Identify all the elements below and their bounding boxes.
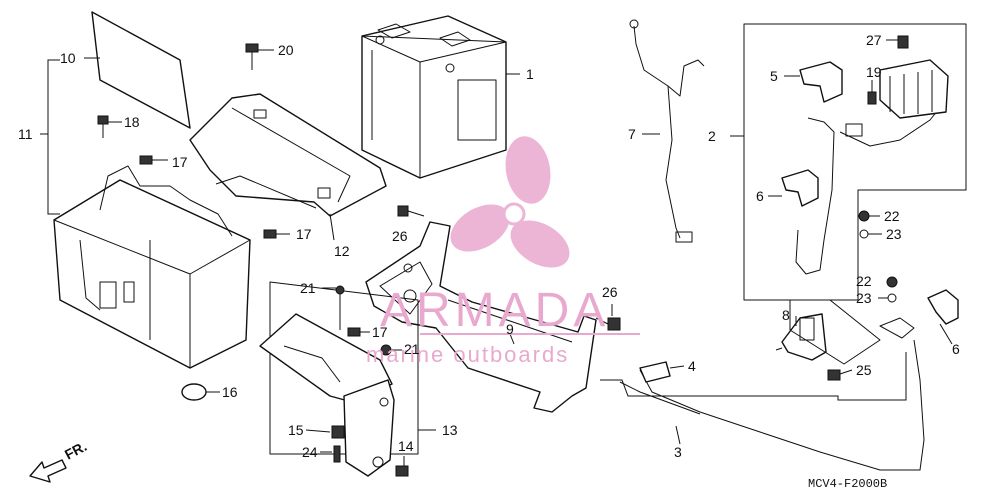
callout-16: 16	[222, 384, 238, 400]
starter-relay-harness	[781, 59, 949, 275]
bolt-26b	[595, 317, 621, 331]
callout-6c: 6	[952, 341, 960, 357]
leader-6c	[939, 323, 953, 345]
leader-15	[305, 429, 331, 433]
clip-27	[897, 35, 909, 49]
callout-4: 4	[688, 358, 696, 374]
callout-11: 11	[18, 126, 33, 142]
callout-17c: 17	[372, 324, 388, 340]
leader-11b	[47, 134, 60, 215]
callout-23a: 23	[886, 226, 902, 242]
callout-9: 9	[506, 321, 514, 337]
nut-22a	[858, 210, 870, 222]
callout-26a: 26	[392, 228, 408, 244]
callout-17a: 17	[172, 154, 188, 170]
clip-nut-17b	[263, 229, 277, 239]
terminal-4	[639, 361, 671, 383]
battery-cover	[259, 313, 395, 477]
callout-2: 2	[708, 128, 716, 144]
starter-relay-8	[775, 313, 827, 361]
callout-20: 20	[278, 42, 294, 58]
callout-23b: 23	[856, 290, 872, 306]
callout-10: 10	[60, 50, 76, 66]
leader-3	[675, 425, 681, 445]
callout-27: 27	[866, 32, 882, 48]
bolt-18	[97, 115, 109, 138]
callout-7: 7	[628, 126, 636, 142]
clip-nut-17c	[347, 327, 361, 337]
callout-19: 19	[866, 64, 882, 80]
callout-18: 18	[124, 114, 140, 130]
callout-17b: 17	[296, 226, 312, 242]
relay-8-frame	[789, 299, 881, 365]
bolt-26a	[397, 205, 425, 217]
callout-13: 13	[442, 422, 458, 438]
front-label: FR.	[62, 438, 89, 463]
washer-23b	[887, 293, 897, 303]
positive-cable-frame	[600, 352, 907, 401]
clip-nut-17a	[139, 155, 153, 165]
bolt-20	[245, 43, 259, 70]
callout-25: 25	[856, 362, 872, 378]
leader-9	[509, 333, 515, 345]
callout-22b: 22	[856, 273, 872, 289]
callout-1: 1	[526, 66, 534, 82]
callout-8: 8	[782, 307, 790, 323]
diagram-code: MCV4-F2000B	[808, 477, 887, 491]
pin-24	[333, 445, 341, 463]
negative-cable	[629, 19, 705, 243]
callout-22a: 22	[884, 208, 900, 224]
bolt-25	[827, 369, 841, 381]
nut-22b	[886, 276, 898, 288]
callout-24: 24	[302, 444, 318, 460]
fuse-19	[867, 91, 877, 105]
callout-6a: 6	[756, 188, 764, 204]
leader-11a	[40, 59, 60, 135]
positive-cable	[619, 289, 959, 471]
callout-21b: 21	[404, 341, 420, 357]
callout-15: 15	[288, 422, 304, 438]
relay-group-frame	[743, 23, 967, 301]
watermark	[450, 136, 570, 268]
bolt-14	[395, 465, 409, 477]
battery-tray	[189, 93, 387, 217]
callout-5: 5	[770, 68, 778, 84]
leader-12	[329, 213, 335, 241]
callout-12: 12	[334, 243, 350, 259]
battery-sheet	[91, 11, 191, 129]
screw-21b	[380, 344, 392, 356]
grommet-16	[181, 383, 207, 401]
washer-23a	[859, 229, 869, 239]
callout-14: 14	[398, 438, 414, 454]
callout-21a: 21	[300, 280, 316, 296]
front-direction-arrow	[29, 459, 67, 483]
watermark-tagline: marine outboards	[366, 342, 569, 367]
screw-21a	[335, 285, 345, 330]
watermark-brand: ARMADA	[380, 284, 609, 337]
cover-group-frame	[269, 281, 419, 455]
callout-26b: 26	[602, 284, 618, 300]
leader-4	[669, 365, 685, 369]
bolt-15	[331, 425, 345, 439]
battery	[361, 15, 507, 179]
leader-25	[839, 369, 853, 375]
battery-case	[53, 165, 251, 369]
callout-3: 3	[674, 444, 682, 460]
